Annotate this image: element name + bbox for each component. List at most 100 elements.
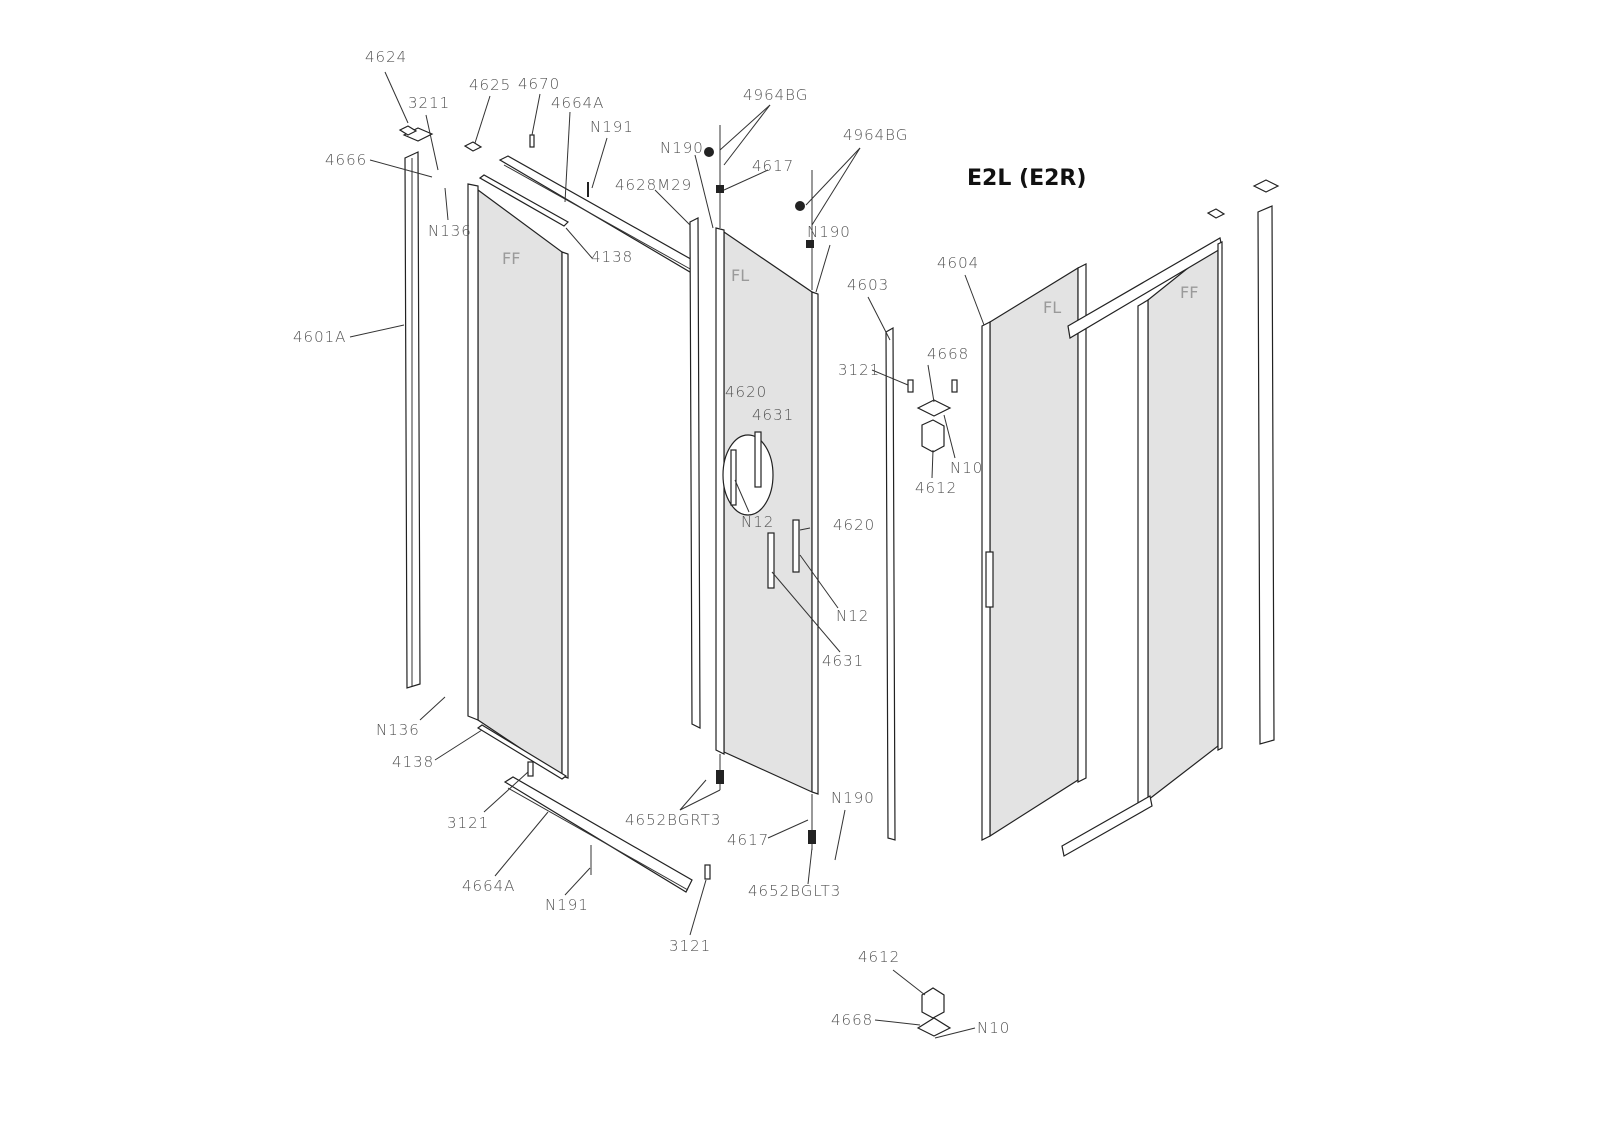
leader-line (419, 696, 446, 721)
leader-line (654, 189, 691, 226)
part-label: N191 (545, 896, 589, 914)
part-label: 4631 (752, 406, 794, 424)
leader-line (444, 187, 449, 221)
leader-line (564, 111, 571, 203)
leader-line (679, 779, 707, 811)
leader-line (874, 1019, 921, 1026)
leader-line (867, 296, 891, 341)
top-rail-left (398, 125, 697, 273)
leader-line (771, 571, 841, 653)
part-label: 4964BG (843, 126, 908, 144)
leader-line (807, 847, 813, 885)
wall-profile-left (402, 127, 434, 689)
corner-parts-top (907, 379, 958, 453)
bottom-rail-left (476, 724, 711, 893)
part-label: N136 (428, 222, 472, 240)
part-label: 4652BGRT3 (625, 811, 721, 829)
part-label: 4628M29 (615, 176, 692, 194)
assembled-enclosure (981, 179, 1280, 857)
leader-line (723, 104, 771, 166)
panel-label: FL (731, 266, 749, 285)
part-label: 4612 (915, 479, 957, 497)
panel-label: FF (502, 249, 520, 268)
leader-line (483, 771, 529, 813)
panel-label: FF (1180, 283, 1198, 302)
leader-line (591, 137, 608, 189)
leader-line (494, 811, 549, 877)
leader-line (871, 369, 909, 386)
leader-line (425, 114, 439, 171)
part-label: 4620 (725, 383, 767, 401)
part-label: 4664A (551, 94, 604, 112)
leader-line (369, 159, 433, 178)
leader-line (805, 147, 861, 206)
part-label: N191 (590, 118, 634, 136)
part-label: 3121 (447, 814, 489, 832)
part-label: 3121 (669, 937, 711, 955)
leader-line (943, 414, 956, 459)
part-label: N190 (660, 139, 704, 157)
part-label: N136 (376, 721, 420, 739)
sliding-door (704, 125, 819, 850)
leader-line (564, 867, 591, 896)
leader-line (834, 809, 846, 861)
leader-line (767, 819, 809, 839)
seal-4603 (885, 326, 896, 841)
leader-line (531, 93, 541, 136)
leader-line (719, 104, 771, 151)
leader-line (934, 1027, 976, 1039)
part-label: N12 (741, 513, 774, 531)
leader-line (799, 527, 811, 531)
part-label: 4617 (727, 831, 769, 849)
part-label: 4666 (325, 151, 367, 169)
part-label: 4670 (518, 75, 560, 93)
leader-line (811, 147, 861, 226)
leader-line (723, 169, 769, 191)
part-label: N10 (950, 459, 983, 477)
leader-line (474, 95, 491, 144)
leader-line (689, 879, 707, 936)
part-label: N12 (836, 607, 869, 625)
part-label: 4624 (365, 48, 407, 66)
leader-lines (349, 71, 985, 1039)
part-label: 4668 (831, 1011, 873, 1029)
leader-line (964, 274, 985, 326)
model-title: E2L (E2R) (967, 166, 1086, 191)
part-label: N190 (831, 789, 875, 807)
leader-line (734, 479, 750, 513)
part-label: N190 (807, 223, 851, 241)
part-label: 4612 (858, 948, 900, 966)
part-label: 4138 (591, 248, 633, 266)
part-label: 4664A (462, 877, 515, 895)
seal-strip (689, 217, 701, 729)
leader-line (694, 154, 714, 229)
panel-label: FL (1043, 298, 1061, 317)
part-label: 4668 (927, 345, 969, 363)
leader-line (565, 227, 593, 259)
fixed-panel-left (467, 183, 569, 779)
part-label: 4620 (833, 516, 875, 534)
part-label: 4604 (937, 254, 979, 272)
part-label: 4601A (293, 328, 346, 346)
leader-line (931, 449, 934, 479)
leader-line (892, 969, 926, 996)
leader-line (434, 729, 483, 761)
part-label: 3211 (408, 94, 450, 112)
leader-line (815, 244, 831, 293)
part-label: N10 (977, 1019, 1010, 1037)
part-label: 4617 (752, 157, 794, 175)
part-label: 4603 (847, 276, 889, 294)
part-label: 4631 (822, 652, 864, 670)
leader-line (349, 324, 405, 338)
part-label: 4138 (392, 753, 434, 771)
leader-line (799, 554, 839, 609)
part-label: 3121 (838, 361, 880, 379)
corner-parts-bottom (916, 987, 952, 1037)
part-label: 4652BGLT3 (748, 882, 841, 900)
part-label: 4625 (469, 76, 511, 94)
leader-line (384, 71, 409, 124)
leader-line (927, 364, 935, 403)
